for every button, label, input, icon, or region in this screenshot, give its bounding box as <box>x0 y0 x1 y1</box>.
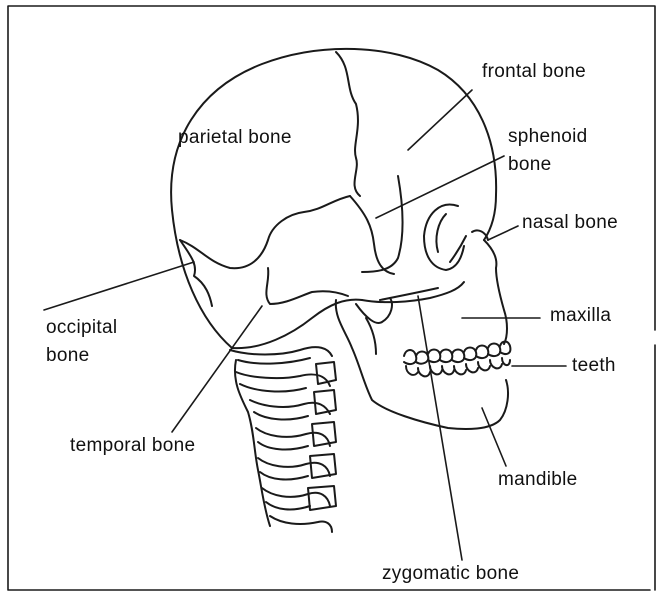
cranium-outline <box>171 49 496 348</box>
upper-teeth <box>404 342 510 365</box>
leader-lines <box>44 90 566 560</box>
lower-teeth <box>406 358 510 376</box>
leader-frontal <box>408 90 472 150</box>
label-nasal-bone: nasal bone <box>522 211 618 235</box>
label-parietal-bone: parietal bone <box>178 126 292 150</box>
leader-occipital <box>44 262 194 310</box>
temporal-border <box>180 196 350 268</box>
label-teeth: teeth <box>572 354 616 378</box>
orbit <box>424 205 464 270</box>
skull-base <box>232 300 362 349</box>
label-zygomatic-bone: zygomatic bone <box>382 562 519 586</box>
sphenoid-suture <box>350 196 394 274</box>
zygomatic-arch <box>362 282 464 302</box>
leader-nasal <box>488 226 518 240</box>
cervical-vertebrae <box>230 347 336 532</box>
frame-border <box>8 6 655 590</box>
label-occipital-line2: bone <box>46 344 89 368</box>
label-temporal-bone: temporal bone <box>70 434 195 458</box>
leader-sphenoid <box>376 156 504 218</box>
label-occipital-line1: occipital <box>46 316 117 340</box>
label-mandible: mandible <box>498 468 578 492</box>
label-maxilla: maxilla <box>550 304 611 328</box>
label-frontal-bone: frontal bone <box>482 60 586 84</box>
label-sphenoid-line2: bone <box>508 153 551 177</box>
face-profile <box>484 240 507 344</box>
temporal-lower <box>266 268 348 304</box>
coronal-suture <box>336 52 360 196</box>
label-sphenoid-line1: sphenoid <box>508 125 588 149</box>
